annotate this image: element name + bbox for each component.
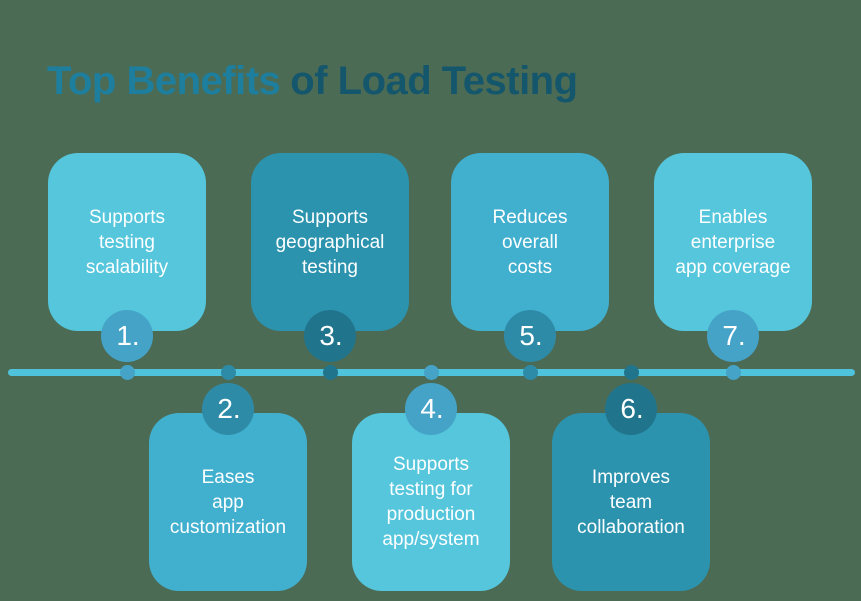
benefit-card: Reduces overall costs <box>451 153 609 331</box>
benefit-card-label: Supports geographical testing <box>275 206 385 278</box>
benefit-number-circle: 2. <box>202 383 254 435</box>
title-rest: of Load Testing <box>290 58 578 103</box>
benefit-card: Supports testing for production app/syst… <box>352 413 510 591</box>
benefit-card-label: Eases app customization <box>169 466 287 538</box>
timeline-dot <box>119 365 135 380</box>
timeline-dot <box>220 365 236 380</box>
benefit-number-circle: 4. <box>405 383 457 435</box>
benefit-number-circle: 1. <box>101 310 153 362</box>
benefit-card-label: Reduces overall costs <box>492 206 568 278</box>
benefit-number-circle: 3. <box>304 310 356 362</box>
benefit-card-label: Supports testing for production app/syst… <box>382 454 480 550</box>
benefit-number: 3. <box>319 320 343 351</box>
benefit-number: 6. <box>620 393 644 424</box>
benefit-card-label: Improves team collaboration <box>577 466 685 538</box>
benefit-number-circle: 7. <box>707 310 759 362</box>
benefit-card: Improves team collaboration <box>552 413 710 591</box>
benefit-number: 5. <box>519 320 543 351</box>
benefit-card: Eases app customization <box>149 413 307 591</box>
benefit-card-label: Enables enterprise app coverage <box>675 206 791 278</box>
timeline-dot <box>623 365 639 380</box>
title-highlight: Top Benefits <box>47 58 281 103</box>
benefit-card: Supports geographical testing <box>251 153 409 331</box>
benefit-number-circle: 5. <box>504 310 556 362</box>
benefit-number: 4. <box>420 393 444 424</box>
timeline-dot <box>522 365 538 380</box>
benefit-number-circle: 6. <box>605 383 657 435</box>
benefit-number: 7. <box>722 320 746 351</box>
benefit-card-label: Supports testing scalability <box>85 206 169 278</box>
benefit-card: Supports testing scalability <box>48 153 206 331</box>
benefit-card: Enables enterprise app coverage <box>654 153 812 331</box>
timeline-dot <box>725 365 741 380</box>
benefit-number: 2. <box>217 393 241 424</box>
timeline-dot <box>423 365 439 380</box>
timeline-dot <box>322 365 338 380</box>
benefit-number: 1. <box>116 320 140 351</box>
